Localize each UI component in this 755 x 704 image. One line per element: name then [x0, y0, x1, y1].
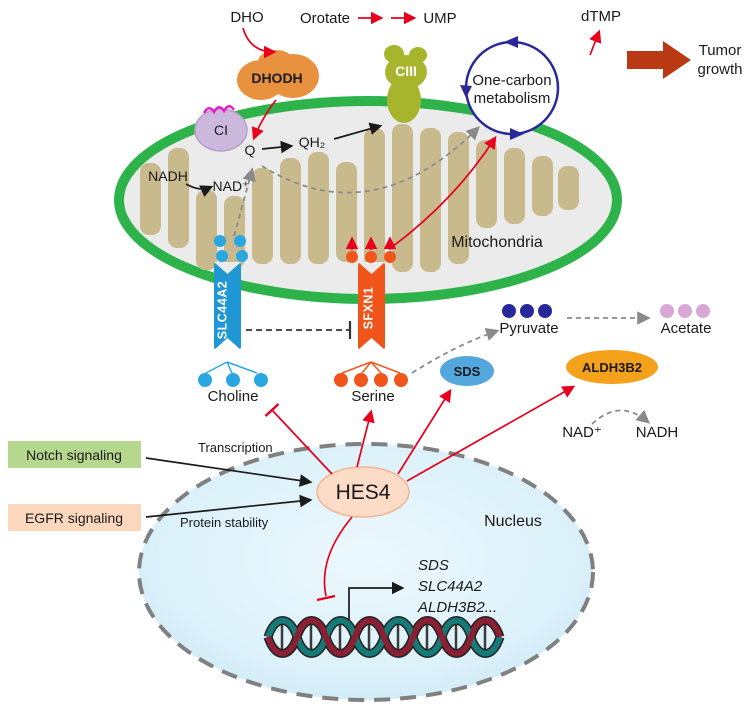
choline-fan-lines [205, 361, 258, 374]
dhodh-to-q-arrow [251, 99, 277, 141]
slc44a2-label: SLC44A2 [215, 281, 229, 339]
dhodh-label: DHODH [251, 70, 302, 86]
hes4-to-aldh3b2-arrow [406, 385, 576, 482]
tumor-growth-arrow [627, 41, 691, 79]
to-one-carbon-dashed-arrow [261, 126, 480, 194]
tumor-growth-label-line2: growth [697, 61, 742, 78]
qh2-to-ciii-arrow [333, 122, 383, 140]
nucleus-label: Nucleus [484, 513, 542, 530]
cycle-to-dtmp-arrow [589, 29, 602, 56]
notch-signaling-box [8, 441, 141, 468]
dho-label: DHO [230, 9, 263, 26]
gene-slc44a2: SLC44A2 [418, 578, 483, 595]
hes4-to-sds-arrow [397, 388, 452, 475]
qh2-label: QH₂ [299, 134, 325, 150]
tumor-growth-label-line1: Tumor [699, 42, 742, 59]
nad-to-nadh-dashed [591, 409, 651, 425]
ciii-enzyme [384, 45, 427, 123]
dhodh-enzyme [237, 50, 319, 100]
serine-dots [334, 373, 408, 387]
pyruvate-dots [502, 304, 552, 318]
egfr-signaling-label: EGFR signaling [25, 510, 123, 526]
hes4-to-dna-line [323, 516, 353, 597]
q-to-qh2-arrow [261, 140, 294, 154]
gene-sds: SDS [418, 557, 449, 574]
choline-label: Choline [208, 388, 259, 405]
hes4-label: HES4 [336, 481, 391, 504]
notch-signaling-label: Notch signaling [26, 447, 122, 463]
hes4-to-choline-tbar [264, 403, 280, 417]
nadh-label: NADH [148, 168, 188, 184]
notch-to-hes4-arrow [145, 457, 313, 487]
choline-dots [198, 373, 268, 387]
one-carbon-label-line1: One-carbon [472, 72, 551, 89]
dtmp-label: dTMP [581, 8, 621, 25]
gene-aldh3b2: ALDH3B2... [417, 599, 497, 616]
hes4-node [316, 466, 410, 518]
transcription-label: Transcription [198, 440, 273, 455]
complex-i-blob [194, 105, 248, 152]
nad-plus-2-label: NAD⁺ [562, 424, 602, 441]
hes4-to-choline-line [271, 409, 333, 475]
sfxn1-transporter: SFXN1 [358, 262, 385, 350]
sds-label: SDS [454, 364, 481, 379]
choline-dots-inside [214, 235, 248, 262]
aldh3b2-enzyme [566, 350, 658, 384]
nadh-to-nad-arrow [185, 183, 214, 198]
egfr-to-hes4-arrow [145, 494, 313, 518]
nadh-2-label: NADH [636, 424, 679, 441]
nucleus-membrane [137, 442, 595, 702]
egfr-signaling-box [8, 504, 141, 531]
one-carbon-cycle [460, 36, 560, 140]
dna-helix [263, 616, 505, 658]
dna-strand-b [265, 617, 503, 657]
mitochondria-label: Mitochondria [451, 234, 543, 251]
cycle-arrowhead-left [460, 85, 472, 98]
aldh3b2-label: ALDH3B2 [582, 360, 642, 375]
nad-plus-label: NAD⁺ [213, 178, 250, 194]
protein-stability-label: Protein stability [180, 515, 269, 530]
complex-i-label: CI [214, 122, 228, 138]
ump-label: UMP [423, 10, 456, 27]
hes4-to-dna-tbar [316, 594, 336, 602]
transcription-start-arrow [348, 581, 405, 620]
ci-squiggle [202, 105, 236, 115]
one-carbon-label-line2: metabolism [474, 90, 551, 107]
q-label: Q [245, 142, 256, 158]
serine-to-pyruvate-dashed [411, 328, 500, 374]
serine-dots-inside [346, 251, 396, 263]
orotate-label: Orotate [300, 10, 350, 27]
sfxn1-label: SFXN1 [361, 287, 375, 330]
sds-enzyme [440, 356, 494, 386]
cycle-arrowhead-bottom [510, 128, 524, 140]
serine-to-one-carbon-arrow [391, 135, 497, 248]
hes4-to-serine-arrow [356, 409, 375, 468]
slc44a2-transporter: SLC44A2 [214, 262, 241, 350]
cycle-arrowhead-top [504, 36, 518, 48]
serine-fan-lines [341, 361, 401, 374]
dho-reaction-curve [242, 27, 277, 59]
acetate-dots [660, 304, 710, 318]
ciii-label: CIII [395, 63, 417, 79]
pyruvate-label: Pyruvate [499, 320, 558, 337]
acetate-label: Acetate [661, 320, 712, 337]
serine-label: Serine [351, 388, 394, 405]
